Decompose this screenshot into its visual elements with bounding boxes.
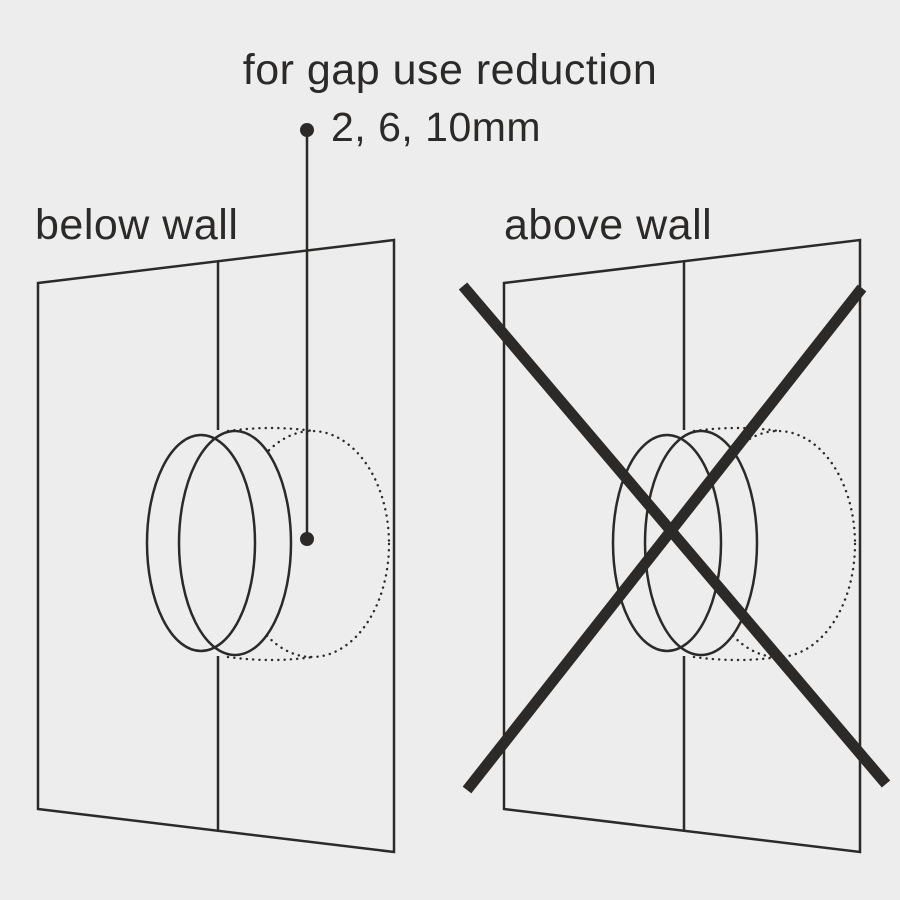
left-wall-panel [36,238,396,854]
left-socket-cylinder [145,429,293,657]
right-wall-outline [502,238,862,854]
left-ghost-cylinder-dotted [226,426,391,662]
left-wall-outline [36,238,396,854]
left-panel-label: below wall [35,201,239,249]
leader-end-dot [300,532,314,546]
leader-line [300,123,314,546]
cross-out-mark [458,282,891,794]
right-panel-label: above wall [504,201,713,249]
gap-sizes-text: 2, 6, 10mm [331,104,542,150]
diagram-title: for gap use reduction [242,46,658,94]
leader-start-dot [300,123,314,137]
